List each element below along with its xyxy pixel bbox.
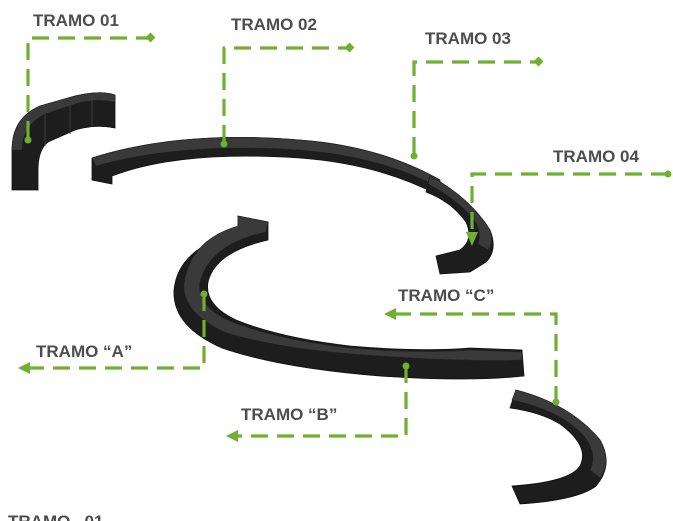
label-bottom-caption: TRAMO 01 — [8, 512, 103, 521]
label-tramo-01: TRAMO 01 — [33, 11, 119, 30]
leader-tramo-b — [226, 362, 410, 442]
label-tramo-02: TRAMO 02 — [231, 15, 317, 34]
label-tramo-b: TRAMO “B” — [241, 405, 337, 424]
leader-tramo-c — [384, 308, 560, 406]
segment-tramo-02 — [91, 136, 441, 197]
leader-tramo-02 — [220, 42, 355, 148]
segment-tramo-04 — [425, 175, 494, 275]
leader-tramo-a — [18, 290, 208, 374]
label-tramo-c: TRAMO “C” — [398, 286, 494, 305]
label-tramo-04: TRAMO 04 — [553, 147, 640, 166]
segment-tramo-c — [509, 389, 607, 505]
label-tramo-a: TRAMO “A” — [36, 342, 132, 361]
label-tramo-03: TRAMO 03 — [425, 29, 511, 48]
leader-tramo-01 — [24, 32, 156, 144]
segment-tramo-01 — [11, 92, 116, 191]
segment-tramo-a — [173, 215, 525, 380]
leader-tramo-03 — [410, 56, 544, 160]
leader-tramo-04 — [466, 170, 672, 246]
